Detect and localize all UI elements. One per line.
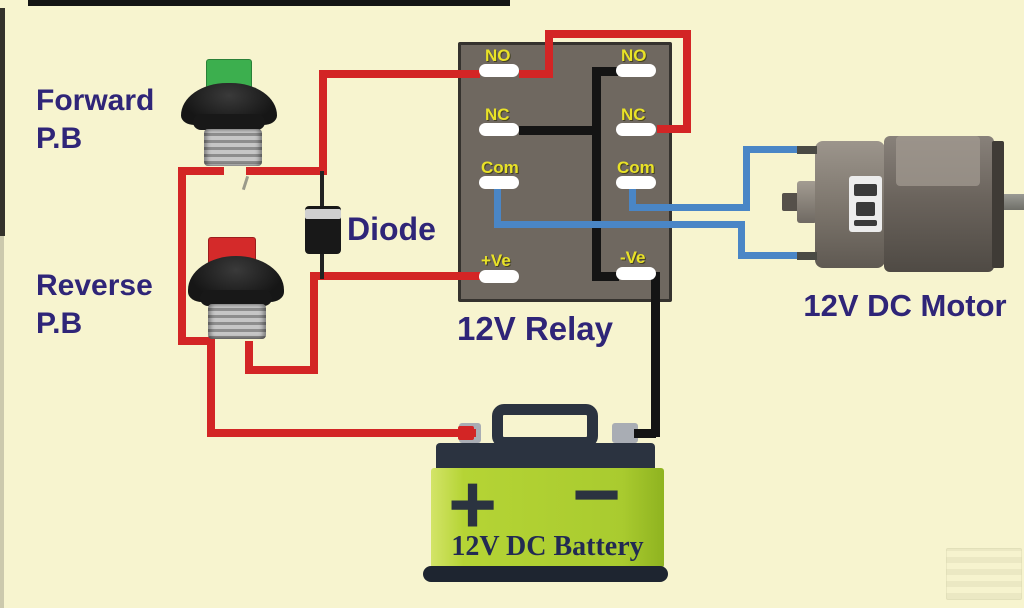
wire-blue-com-left-drop xyxy=(494,188,501,228)
battery-plus-symbol: + xyxy=(448,457,498,551)
relay-terminal-right-com-label: Com xyxy=(617,158,655,177)
diode-cathode-band xyxy=(305,209,341,219)
battery-top-cover xyxy=(436,443,655,469)
relay-internal-wire-neg xyxy=(592,272,619,281)
forward-pushbutton-thread xyxy=(204,129,262,166)
wire-red-reverse-stub xyxy=(245,341,253,374)
battery-positive-clamp xyxy=(458,426,474,440)
relay-internal-wire-nc-left xyxy=(519,126,595,135)
reverse-pushbutton-thread xyxy=(208,304,266,339)
wire-red-left-jog xyxy=(178,337,215,345)
motor-pin-bottom xyxy=(797,252,817,260)
relay-box xyxy=(458,42,672,302)
wire-red-to-battery-drop xyxy=(207,337,215,437)
relay-terminal-right-nc-pad xyxy=(616,123,656,136)
motor-sticker-mark xyxy=(856,202,875,216)
wire-black-nve-drop xyxy=(651,272,660,437)
motor-spec-sticker xyxy=(849,176,882,232)
wire-red-pve-riser xyxy=(310,272,318,374)
frame-border-top xyxy=(28,0,510,6)
battery-base xyxy=(423,566,668,582)
relay-internal-wire-no-right xyxy=(592,67,618,76)
wire-blue-lower-dropper xyxy=(738,221,745,259)
relay-terminal-left-com-pad xyxy=(479,176,519,189)
watermark xyxy=(946,548,1022,600)
relay-terminal-left-nc-pad xyxy=(479,123,519,136)
motor-pin-top xyxy=(797,146,817,154)
relay-terminal-right-nc-label: NC xyxy=(621,105,646,124)
frame-border-left xyxy=(0,8,5,236)
wire-blue-com-right-drop xyxy=(629,188,636,211)
relay-terminal-left-pve-label: +Ve xyxy=(481,251,511,270)
reverse-pb-label-line2: P.B xyxy=(36,307,83,340)
diode-lead-top xyxy=(320,171,324,209)
wire-black-to-battery-negative xyxy=(634,429,656,438)
battery-label: 12V DC Battery xyxy=(451,531,644,562)
motor-end-cap xyxy=(992,141,1004,268)
wire-red-forward-left-stub xyxy=(178,167,224,175)
forward-pb-label-line1: Forward xyxy=(36,84,155,117)
battery-post-negative xyxy=(612,423,638,443)
relay-label: 12V Relay xyxy=(457,310,613,347)
wire-red-top-horizontal xyxy=(545,30,691,38)
relay-terminal-right-nve-label: -Ve xyxy=(620,248,646,267)
battery-body xyxy=(431,468,664,568)
motor-body-highlight xyxy=(896,136,980,186)
wire-red-top-riser xyxy=(545,30,553,78)
relay-terminal-right-com-pad xyxy=(616,176,656,189)
motor-shaft-tip xyxy=(782,193,799,211)
wire-red-to-battery-positive xyxy=(207,429,476,437)
motor-sticker-mark xyxy=(854,220,877,226)
relay-terminal-right-nve-pad xyxy=(616,267,656,280)
wire-red-to-right-nc xyxy=(657,125,691,133)
reverse-pb-label-line1: Reverse xyxy=(36,269,153,302)
relay-terminal-right-no-label: NO xyxy=(621,46,647,65)
wire-blue-to-motor-top xyxy=(743,146,805,153)
battery-handle xyxy=(492,404,598,448)
wire-red-forward-right-stub xyxy=(246,167,327,175)
battery-minus-symbol: − xyxy=(572,447,622,541)
relay-terminal-left-com-label: Com xyxy=(481,158,519,177)
relay-terminal-left-pve-pad xyxy=(479,270,519,283)
wire-red-to-left-no xyxy=(327,70,480,78)
motor-label: 12V DC Motor xyxy=(803,288,1007,323)
relay-internal-wire-vertical xyxy=(592,67,601,281)
relay-terminal-left-no-pad xyxy=(479,64,519,77)
diode-label: Diode xyxy=(347,211,436,247)
relay-terminal-left-nc-label: NC xyxy=(485,105,510,124)
wire-red-to-pve xyxy=(310,272,480,280)
motor-shaft-rear xyxy=(1004,194,1024,210)
wire-blue-lower-horizontal xyxy=(494,221,745,228)
wire-blue-upper-riser xyxy=(743,146,750,211)
reverse-pushbutton-brim xyxy=(200,290,272,306)
motor-sticker-mark xyxy=(854,184,877,196)
relay-terminal-right-no-pad xyxy=(616,64,656,77)
diode-lead-bottom xyxy=(320,252,324,279)
wire-blue-to-motor-bottom xyxy=(738,252,805,259)
forward-switch-contact-mark xyxy=(241,175,250,191)
wire-red-forward-riser xyxy=(319,70,327,174)
wire-red-no-to-corner xyxy=(519,70,553,78)
forward-pb-label-line2: P.B xyxy=(36,122,83,155)
motor-collar xyxy=(797,181,817,223)
forward-pushbutton-brim xyxy=(193,114,265,130)
relay-terminal-left-no-label: NO xyxy=(485,46,511,65)
wire-red-right-dropper xyxy=(683,30,691,133)
wire-blue-upper-horizontal xyxy=(629,204,750,211)
wire-red-left-drop xyxy=(178,167,186,345)
frame-border-left-faint xyxy=(0,236,4,608)
wire-red-reverse-horizontal xyxy=(245,366,318,374)
